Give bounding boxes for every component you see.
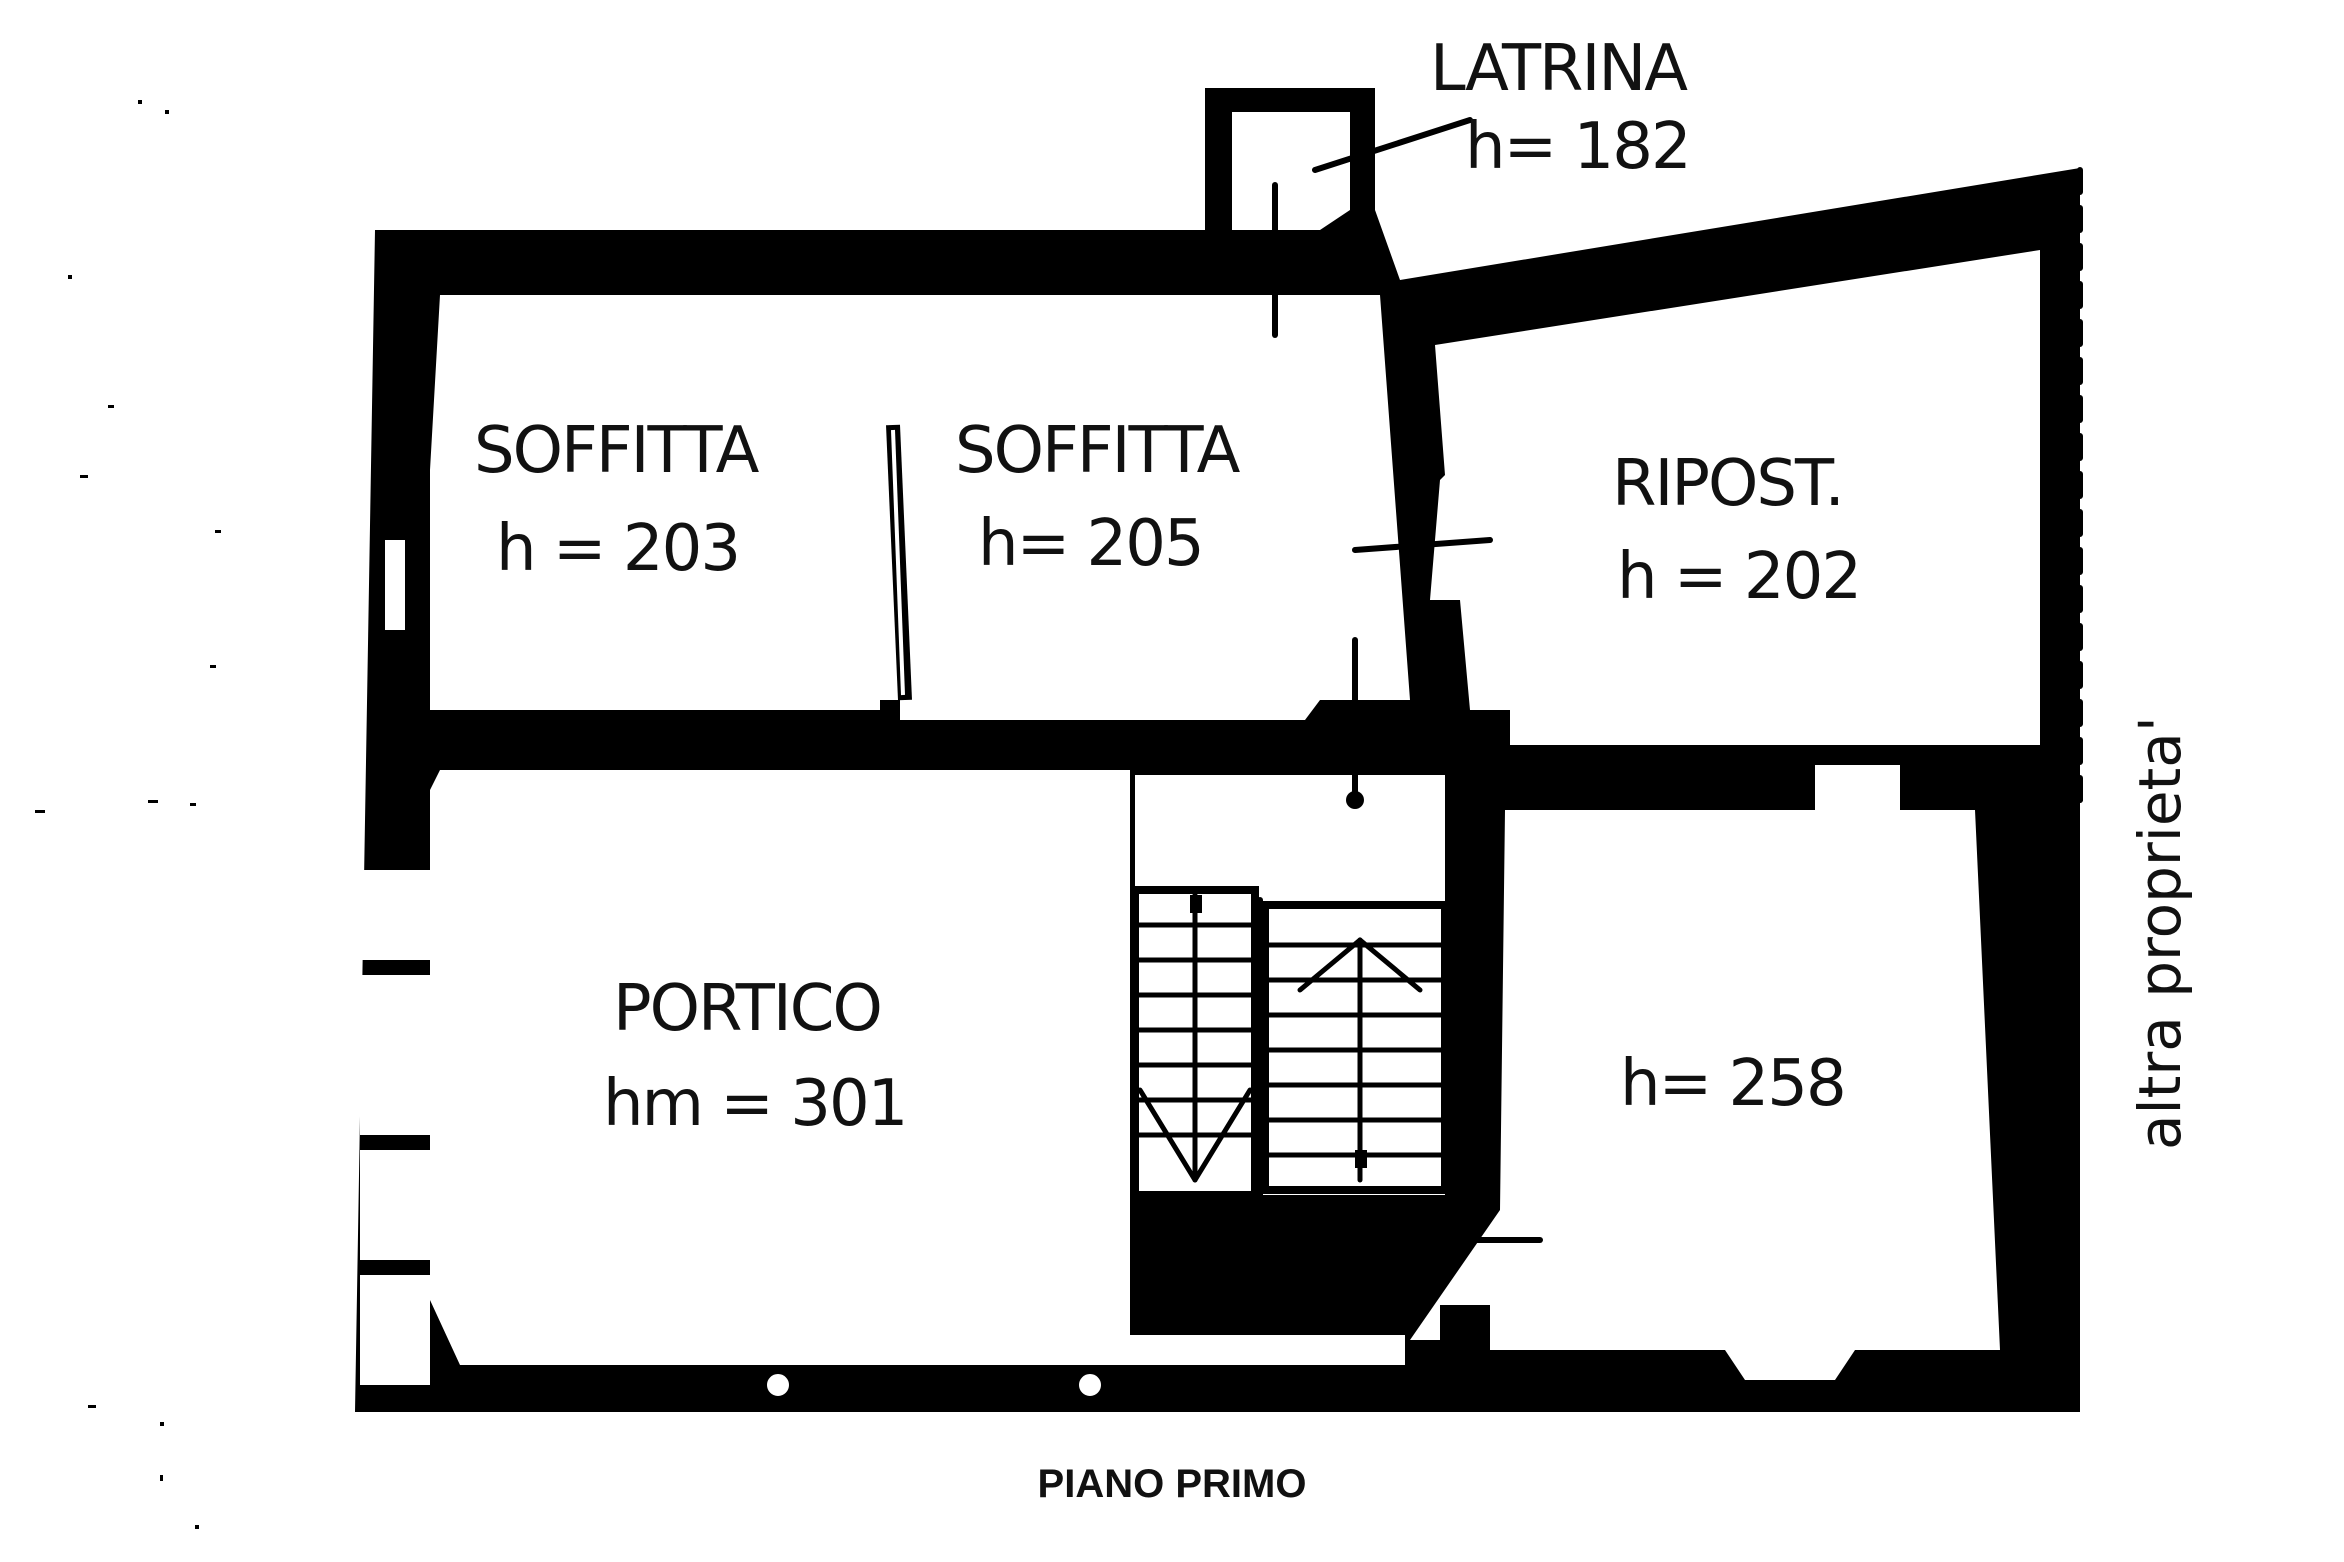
portico-columns bbox=[761, 1368, 1107, 1402]
latrina-label: LATRINA bbox=[1430, 32, 1688, 106]
plan-caption: PIANO PRIMO bbox=[1037, 1462, 1307, 1506]
ripostiglio-label: RIPOST. bbox=[1612, 447, 1843, 521]
wall-mass bbox=[355, 88, 2080, 1412]
staircase bbox=[1131, 886, 1449, 1199]
scan-specks bbox=[35, 100, 221, 1529]
soffitta-1-label: SOFFITTA bbox=[474, 414, 760, 488]
soffitta-2-label: SOFFITTA bbox=[955, 414, 1241, 488]
room-258-height: h= 258 bbox=[1620, 1047, 1845, 1121]
portico-height: hm = 301 bbox=[603, 1067, 906, 1141]
partition-gap bbox=[891, 429, 905, 696]
property-boundary bbox=[2037, 167, 2083, 1403]
ripostiglio-height: h = 202 bbox=[1617, 540, 1860, 614]
boundary-label: altra proprieta' bbox=[2126, 716, 2194, 1150]
door-markers bbox=[1272, 117, 1543, 1243]
portico-label: PORTICO bbox=[613, 972, 881, 1046]
left-windows bbox=[360, 540, 430, 1385]
soffitta-2-height: h= 205 bbox=[978, 507, 1203, 581]
latrina-height: h= 182 bbox=[1465, 110, 1690, 184]
soffitta-1-height: h = 203 bbox=[496, 512, 739, 586]
door-marker-dot bbox=[1346, 791, 1364, 809]
